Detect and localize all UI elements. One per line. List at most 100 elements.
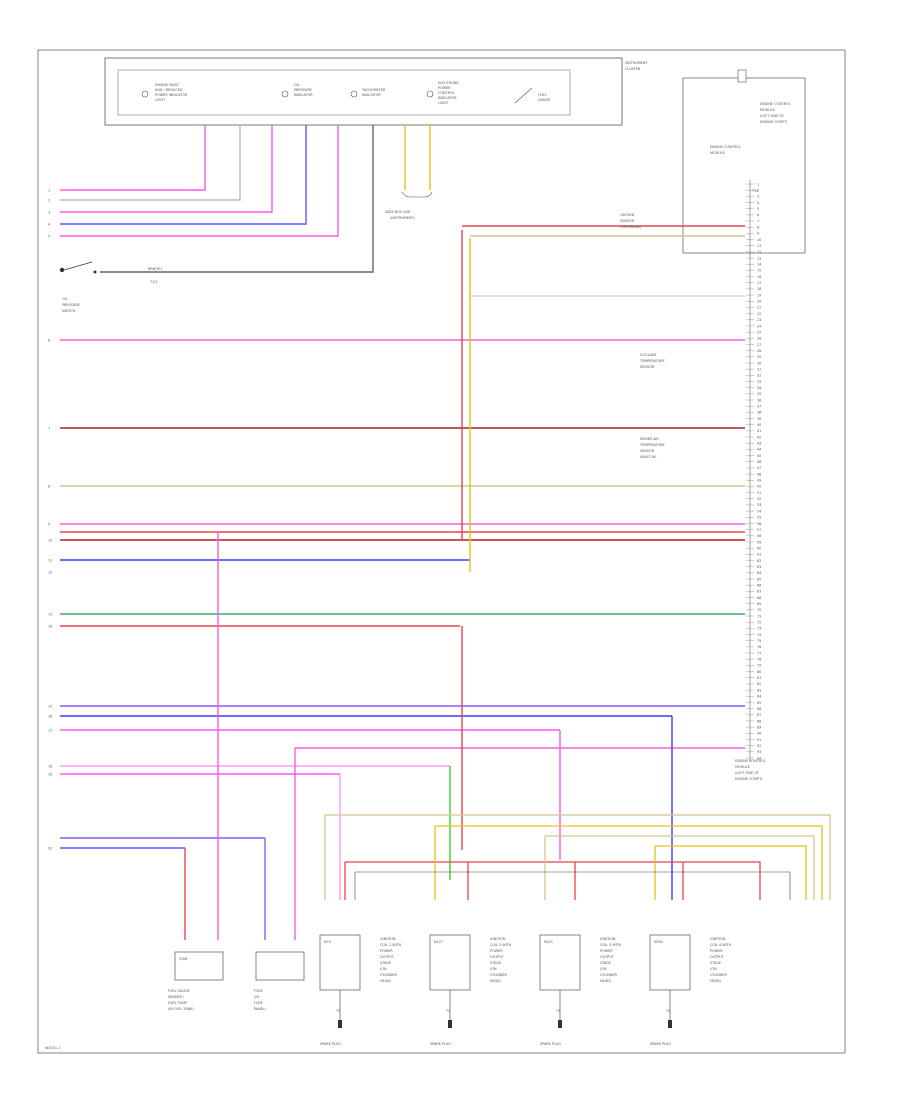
vertical-wires: [184, 225, 745, 940]
svg-text:MODULE: MODULE: [735, 765, 750, 769]
ecm-pin-number: 18: [757, 287, 761, 291]
ecm-pin-number: 50: [757, 485, 761, 489]
ecm-pin-number: 16: [757, 275, 761, 279]
ecm-pin-number: 7: [757, 219, 759, 223]
ecm-pin-number: 27: [757, 343, 761, 347]
left-pin-number: 16: [48, 715, 52, 719]
svg-text:(INSTRUMENT): (INSTRUMENT): [390, 216, 416, 220]
svg-text:INSTRUMENT: INSTRUMENT: [625, 61, 648, 65]
svg-text:G/G6: G/G6: [179, 957, 188, 961]
svg-text:OUTPUT: OUTPUT: [710, 955, 725, 959]
svg-text:STAGE: STAGE: [380, 961, 391, 965]
ecm-pin-number: 31: [757, 367, 761, 371]
left-pin-number: 19: [48, 773, 52, 777]
svg-text:ENGINE CONTROL: ENGINE CONTROL: [710, 145, 741, 149]
ecm-pin-number: 20: [757, 300, 761, 304]
ecm-pin-number: 70: [757, 608, 761, 612]
svg-text:LIGHT: LIGHT: [438, 101, 449, 105]
indicator-tachometer: TACHOMETER INDICATOR: [350, 88, 386, 98]
svg-text:HEAD): HEAD): [490, 979, 502, 983]
svg-text:MODULE: MODULE: [710, 151, 725, 155]
svg-text:INDICATOR: INDICATOR: [294, 93, 313, 97]
indicator-engine-fault: ENGINE FAULT AND / REDUCED POWER INDICAT…: [141, 83, 188, 102]
ecm-pin-number: 62: [757, 559, 761, 563]
indicator-epc: ELECTRONIC POWER CONTROL INDICATOR LIGHT: [426, 81, 460, 105]
svg-text:FUSE: FUSE: [254, 1001, 263, 1005]
svg-text:SENSOR: SENSOR: [620, 219, 635, 223]
svg-text:(BUILT-IN): (BUILT-IN): [640, 455, 657, 459]
left-pin-number: 2: [48, 199, 50, 203]
left-pin-number: 6: [48, 339, 50, 343]
ecm-pin-number: 64: [757, 571, 761, 575]
ecm-pin-number: 17: [757, 281, 761, 285]
ecm-pin-number: 35: [757, 392, 761, 396]
ecm-pin-number: 25: [757, 330, 761, 334]
svg-text:(ON: (ON: [600, 967, 607, 971]
ecm-pin-number: 63: [757, 565, 761, 569]
ecm-pin-number: 59: [757, 540, 761, 544]
ecm-pin-number: 53: [757, 503, 761, 507]
svg-text:CYLINDER: CYLINDER: [600, 973, 618, 977]
svg-text:(LEFT SIDE OF: (LEFT SIDE OF: [735, 771, 759, 775]
svg-text:COOLANT: COOLANT: [640, 353, 658, 357]
ecm-pin-number: 37: [757, 404, 761, 408]
svg-text:INTAKE AIR: INTAKE AIR: [640, 437, 659, 441]
svg-text:FUEL GAUGE: FUEL GAUGE: [168, 989, 190, 993]
ecm-pin-number: 61: [757, 553, 761, 557]
ecm-pin-number: 54: [757, 509, 761, 513]
ecm-pin-number: 26: [757, 337, 761, 341]
ecm-pin-number: 81: [757, 676, 761, 680]
svg-text:POWER INDICATOR: POWER INDICATOR: [155, 93, 188, 97]
ecm-pin-number: 69: [757, 602, 761, 606]
left-pin-number: 12: [48, 571, 52, 575]
ecm-pin-number: 45: [757, 454, 761, 458]
svg-text:AND / REDUCED: AND / REDUCED: [155, 88, 183, 92]
svg-text:SPARK PLUG: SPARK PLUG: [540, 1042, 561, 1046]
ecm-pin-number: 22: [757, 312, 761, 316]
svg-text:POWER: POWER: [600, 949, 613, 953]
left-pin-number: 9: [48, 523, 50, 527]
svg-text:(ON: (ON: [380, 967, 387, 971]
engine-control-module: ENGINE CONTROL MODULE ENGINE CONTROL MOD…: [682, 69, 806, 781]
svg-text:SWITCH: SWITCH: [62, 309, 76, 313]
ecm-pin-number: 13: [757, 256, 761, 260]
svg-text:T1/1: T1/1: [149, 280, 158, 284]
ecm-pin-number: 2: [757, 188, 759, 192]
left-pin-number: 8: [48, 485, 50, 489]
svg-text:STAGE: STAGE: [710, 961, 721, 965]
svg-text:SPARK PLUG: SPARK PLUG: [430, 1042, 451, 1046]
ecm-pin-number: 75: [757, 639, 761, 643]
left-pin-number: 15: [48, 705, 52, 709]
ecm-pin-number: 68: [757, 596, 761, 600]
ecm-pin-number: 72: [757, 621, 761, 625]
ecm-pin-number: 28: [757, 349, 761, 353]
ecm-pin-number: 4: [757, 201, 759, 205]
ecm-pin-number: 30: [757, 361, 761, 365]
ecm-pin-number: 67: [757, 590, 761, 594]
svg-text:PRESSURE: PRESSURE: [62, 303, 80, 307]
svg-text:BRN/YEL: BRN/YEL: [148, 267, 163, 271]
svg-text:ENGINE CONTROL: ENGINE CONTROL: [735, 759, 766, 763]
ecm-pin-number: 19: [757, 293, 761, 297]
ecm-pin-number: 32: [757, 374, 761, 378]
ecm-inline-labels: OXYGEN SENSOR (UPSTREAM) COOLANT TEMPERA…: [620, 213, 665, 459]
coil-bus-wires: [324, 814, 831, 900]
indicator-oil-pressure: OIL PRESSURE INDICATOR: [281, 83, 313, 98]
ecm-pin-number: 57: [757, 528, 761, 532]
ecm-pin-number: 47: [757, 466, 761, 470]
svg-text:FUSE: FUSE: [254, 989, 263, 993]
ecm-pin-number: 91: [757, 738, 761, 742]
instrument-cluster: INSTRUMENT CLUSTER ENGINE FAULT AND / RE…: [104, 57, 648, 126]
ecm-pin-number: 74: [757, 633, 761, 637]
ecm-pin-number: 44: [757, 448, 761, 452]
svg-text:DATA BUS CAN: DATA BUS CAN: [385, 210, 411, 214]
left-pin-number: 17: [48, 729, 52, 733]
svg-text:SPARK PLUG: SPARK PLUG: [650, 1042, 671, 1046]
left-pin-number: 11: [48, 559, 52, 563]
ecm-pin-number: 93: [757, 750, 761, 754]
